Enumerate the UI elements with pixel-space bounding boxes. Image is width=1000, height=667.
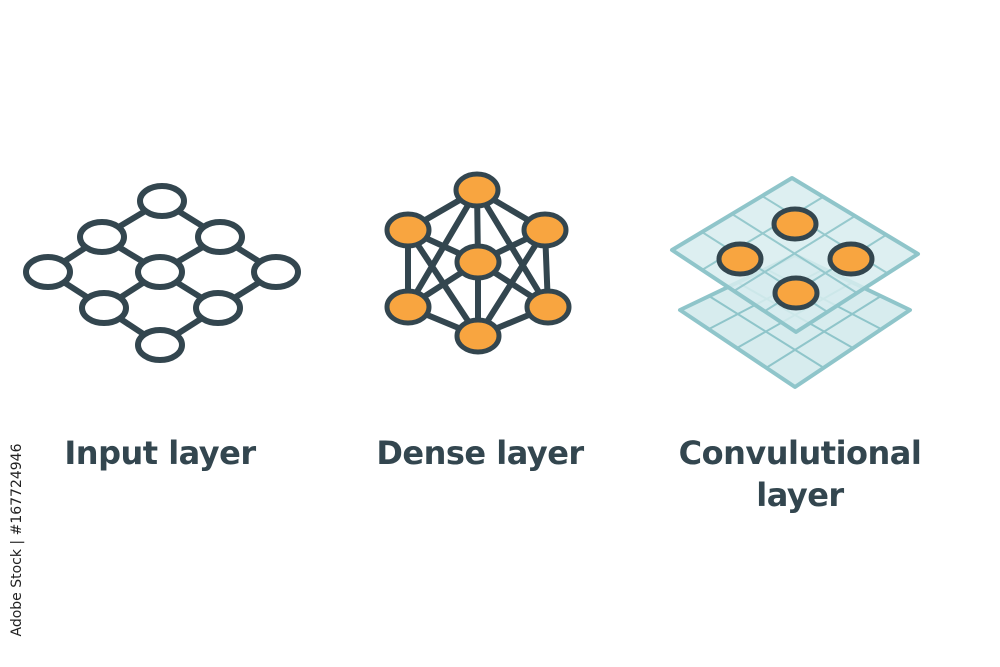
watermark-text: Adobe Stock | #167724946	[9, 443, 25, 637]
dense-node	[521, 211, 569, 249]
dense-node	[524, 288, 572, 326]
input-node	[135, 254, 185, 290]
input-node	[135, 327, 185, 363]
conv-layer-graphic	[670, 176, 920, 389]
conv-layer-caption-line1: Convulutional	[678, 434, 922, 472]
conv-node	[827, 241, 875, 277]
stock-watermark: Adobe Stock | #167724946	[2, 420, 32, 660]
conv-node	[772, 275, 820, 311]
conv-node	[771, 206, 819, 242]
input-node	[77, 219, 127, 255]
conv-layer-caption-line2: layer	[756, 476, 844, 514]
input-node	[23, 254, 73, 290]
input-layer-graphic	[23, 183, 301, 363]
input-layer-nodes	[23, 183, 301, 363]
input-layer-caption: Input layer	[64, 434, 256, 472]
dense-layer-graphic	[384, 171, 572, 355]
input-node	[251, 254, 301, 290]
dense-node	[384, 288, 432, 326]
conv-layer-caption: Convulutional layer	[650, 432, 950, 516]
dense-layer-caption: Dense layer	[376, 434, 584, 472]
dense-node	[384, 211, 432, 249]
dense-node	[454, 243, 502, 281]
dense-node	[453, 171, 501, 209]
input-node	[137, 183, 187, 219]
input-node	[195, 219, 245, 255]
input-node	[193, 290, 243, 326]
conv-node	[716, 241, 764, 277]
dense-node	[454, 317, 502, 355]
dense-layer-nodes	[384, 171, 572, 355]
input-node	[79, 290, 129, 326]
conv-layer-nodes	[716, 206, 875, 311]
